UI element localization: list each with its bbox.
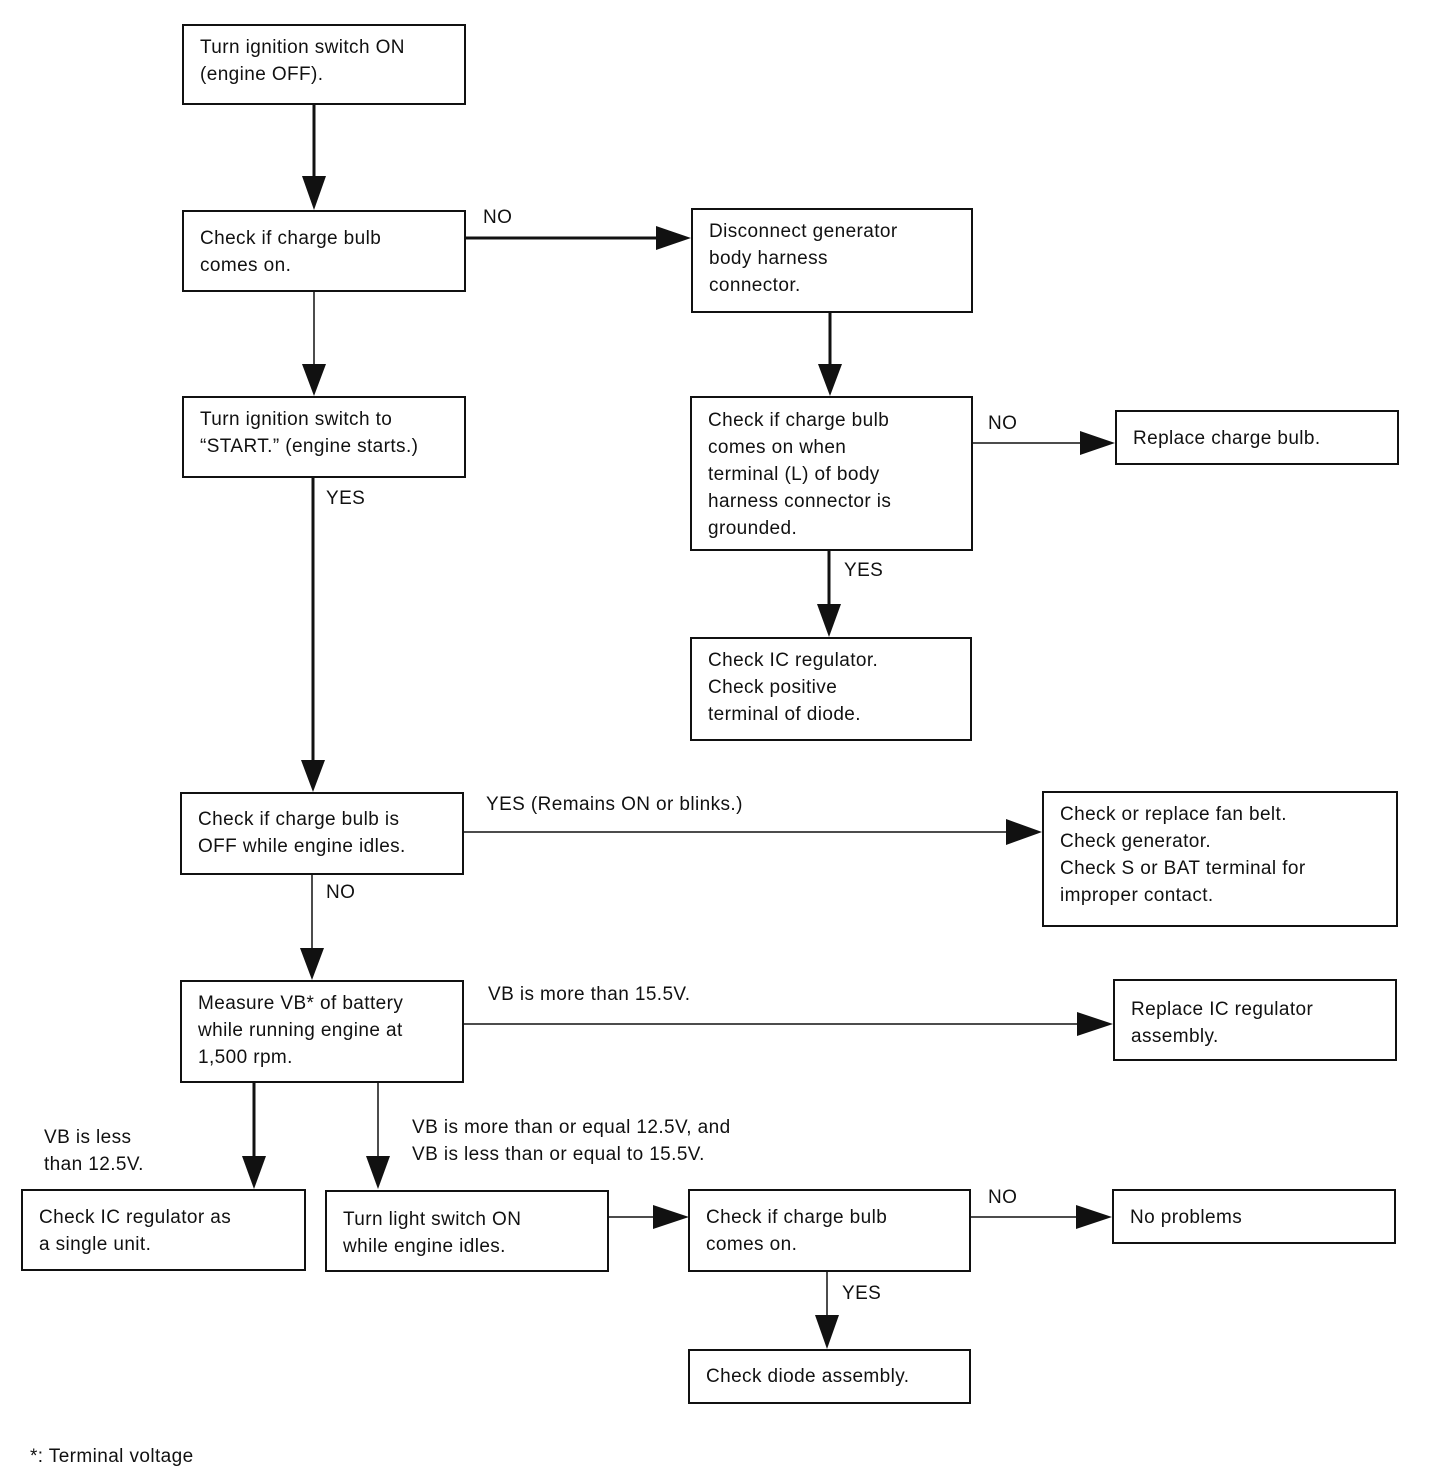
arrowhead-b3-b5 xyxy=(818,364,842,396)
box-line: No problems xyxy=(1130,1207,1243,1228)
box-line: connector. xyxy=(709,275,801,296)
label-line: YES (Remains ON or blinks.) xyxy=(486,794,743,815)
box-line: Check if charge bulb xyxy=(706,1207,888,1228)
label-line: VB is less than or equal to 15.5V. xyxy=(412,1144,705,1165)
label-line: YES xyxy=(842,1283,882,1304)
arrowhead-b8-b9 xyxy=(1006,819,1042,845)
label-no: NO xyxy=(483,204,512,231)
step-check-bulb-off-idle: Check if charge bulb is OFF while engine… xyxy=(180,792,464,875)
box-line: Turn ignition switch ON xyxy=(200,37,405,58)
box-line: (engine OFF). xyxy=(200,64,324,85)
arrowhead-b8-b10 xyxy=(300,948,324,980)
step-turn-ignition-on: Turn ignition switch ON (engine OFF). xyxy=(182,24,466,105)
box-line: 1,500 rpm. xyxy=(198,1047,293,1068)
arrowhead-b14-b15 xyxy=(1076,1205,1112,1229)
box-line: Check or replace fan belt. xyxy=(1060,804,1287,825)
box-line: a single unit. xyxy=(39,1234,152,1255)
label-yes: YES xyxy=(326,485,365,512)
label-yes: YES xyxy=(842,1280,881,1307)
label-line: YES xyxy=(326,488,366,509)
box-line: while engine idles. xyxy=(343,1236,506,1257)
step-check-bulb-light-on: Check if charge bulb comes on. xyxy=(688,1189,971,1272)
label-no: NO xyxy=(988,410,1017,437)
label-yes-remains-on: YES (Remains ON or blinks.) xyxy=(486,791,743,818)
box-line: Replace IC regulator xyxy=(1131,999,1314,1020)
box-line: Check IC regulator. xyxy=(708,650,879,671)
label-vb-high: VB is more than 15.5V. xyxy=(488,981,690,1008)
label-line: YES xyxy=(844,560,884,581)
arrowhead-b2-b4 xyxy=(302,364,326,396)
box-line: grounded. xyxy=(708,518,798,539)
box-line: terminal of diode. xyxy=(708,704,861,725)
box-line: Check diode assembly. xyxy=(706,1366,910,1387)
label-vb-low: VB is less than 12.5V. xyxy=(44,1124,144,1178)
step-check-bulb-on: Check if charge bulb comes on. xyxy=(182,210,466,292)
arrowhead-b10-b11 xyxy=(1077,1012,1113,1036)
box-line: Check positive xyxy=(708,677,838,698)
box-line: Check if charge bulb is xyxy=(198,809,400,830)
box-line: Check generator. xyxy=(1060,831,1212,852)
box-line: Measure VB* of battery xyxy=(198,993,404,1014)
arrowhead-b5-b6 xyxy=(1080,431,1115,455)
arrowhead-b13-b14 xyxy=(653,1205,689,1229)
step-turn-light-switch-on: Turn light switch ON while engine idles. xyxy=(325,1190,609,1272)
box-line: assembly. xyxy=(1131,1026,1219,1047)
box-line: Check IC regulator as xyxy=(39,1207,232,1228)
step-check-bulb-grounded: Check if charge bulb comes on when termi… xyxy=(690,396,973,551)
box-line: comes on when xyxy=(708,437,847,458)
footnote: *: Terminal voltage xyxy=(30,1446,194,1467)
step-measure-vb: Measure VB* of battery while running eng… xyxy=(180,980,464,1083)
label-line: NO xyxy=(988,413,1018,434)
box-line: Turn light switch ON xyxy=(343,1209,522,1230)
label-line: NO xyxy=(483,207,513,228)
step-check-fan-belt-generator: Check or replace fan belt. Check generat… xyxy=(1042,791,1398,927)
box-line: harness connector is xyxy=(708,491,892,512)
arrowhead-b1-b2 xyxy=(302,176,326,210)
box-line: comes on. xyxy=(706,1234,798,1255)
box-line: OFF while engine idles. xyxy=(198,836,406,857)
step-disconnect-harness: Disconnect generator body harness connec… xyxy=(691,208,973,313)
label-line: VB is more than or equal 12.5V, and xyxy=(412,1117,731,1138)
label-line: VB is less xyxy=(44,1127,132,1148)
arrowhead-b14-b16 xyxy=(815,1315,839,1349)
box-line: while running engine at xyxy=(198,1020,403,1041)
step-replace-charge-bulb: Replace charge bulb. xyxy=(1115,410,1399,465)
step-replace-ic-regulator: Replace IC regulator assembly. xyxy=(1113,979,1397,1061)
step-check-ic-regulator-diode: Check IC regulator. Check positive termi… xyxy=(690,637,972,741)
box-line: Check if charge bulb xyxy=(708,410,890,431)
step-check-diode-assembly: Check diode assembly. xyxy=(688,1349,971,1404)
box-line: body harness xyxy=(709,248,828,269)
label-no: NO xyxy=(326,879,355,906)
arrowhead-b5-b7 xyxy=(817,604,841,637)
box-line: comes on. xyxy=(200,255,292,276)
box-line: Disconnect generator xyxy=(709,221,898,242)
box-line: improper contact. xyxy=(1060,885,1214,906)
box-line: terminal (L) of body xyxy=(708,464,880,485)
step-check-ic-regulator-single: Check IC regulator as a single unit. xyxy=(21,1189,306,1271)
arrowhead-b4-b8 xyxy=(301,760,325,792)
box-line: Check if charge bulb xyxy=(200,228,382,249)
box-line: Replace charge bulb. xyxy=(1133,428,1321,449)
label-line: NO xyxy=(988,1187,1018,1208)
step-turn-ignition-start: Turn ignition switch to “START.” (engine… xyxy=(182,396,466,478)
box-line: “START.” (engine starts.) xyxy=(200,436,419,457)
label-line: VB is more than 15.5V. xyxy=(488,984,691,1005)
label-line: than 12.5V. xyxy=(44,1154,144,1175)
label-line: NO xyxy=(326,882,356,903)
box-line: Check S or BAT terminal for xyxy=(1060,858,1306,879)
label-yes: YES xyxy=(844,557,883,584)
step-no-problems: No problems xyxy=(1112,1189,1396,1244)
label-no: NO xyxy=(988,1184,1017,1211)
box-line: Turn ignition switch to xyxy=(200,409,393,430)
label-vb-mid: VB is more than or equal 12.5V, and VB i… xyxy=(412,1114,731,1168)
arrowhead-b10-b12 xyxy=(242,1156,266,1189)
arrowhead-b2-b3 xyxy=(656,226,691,250)
arrowhead-b10-b13 xyxy=(366,1156,390,1189)
